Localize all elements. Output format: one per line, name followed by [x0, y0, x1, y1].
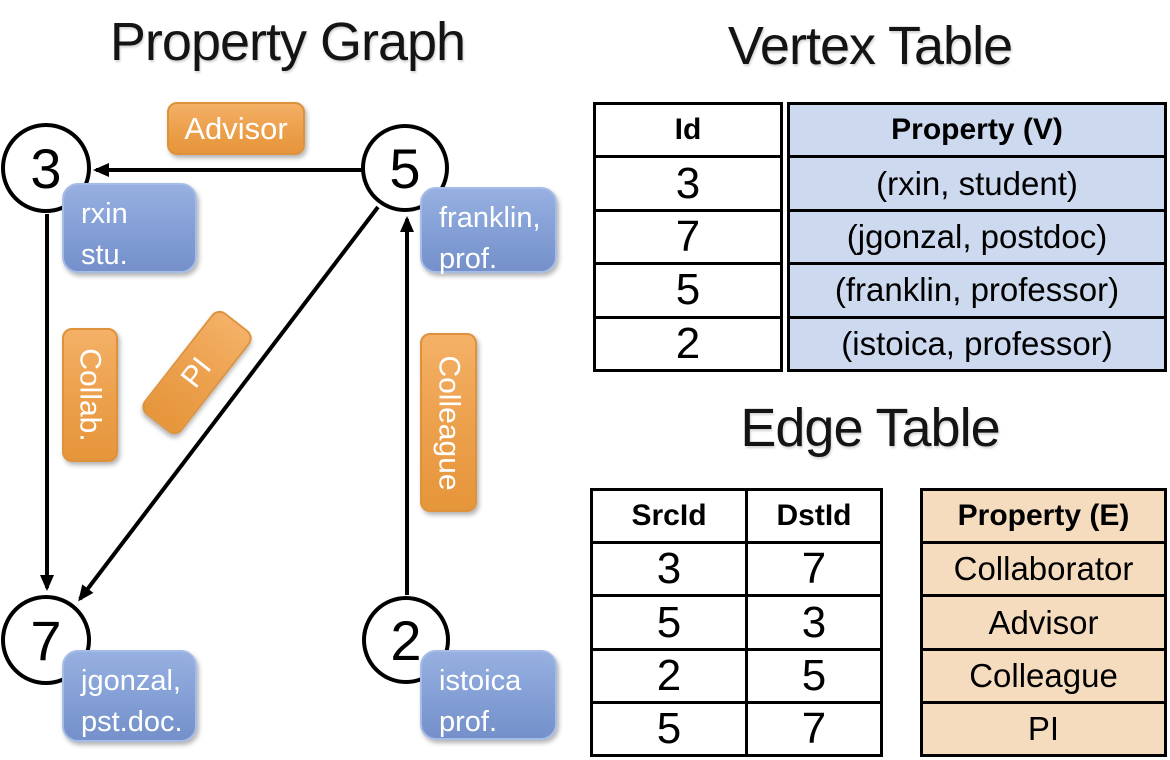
table-cell: 5 [596, 262, 780, 315]
vertex-table-id-column: Id 3 7 5 2 [593, 102, 783, 372]
vertex-property-box-3: rxin stu. [62, 183, 197, 273]
table-cell: (istoica, professor) [790, 315, 1164, 369]
table-cell: 3 [748, 594, 880, 647]
table-cell: 5 [593, 700, 745, 754]
table-cell: (rxin, student) [790, 155, 1164, 208]
table-cell: 2 [593, 647, 745, 701]
graph-edges-layer [40, 163, 414, 602]
table-cell: 7 [596, 208, 780, 262]
table-cell: Collaborator [923, 541, 1164, 594]
vertex-property-line: istoica [439, 665, 522, 697]
edge-table-src-header: SrcId [631, 499, 707, 533]
vertex-table-property-header: Property (V) [891, 113, 1063, 147]
edge-table-title: Edge Table [740, 398, 1000, 458]
table-cell: 5 [593, 594, 745, 647]
table-cell: (jgonzal, postdoc) [790, 208, 1164, 262]
edge-table-ids-columns: SrcId 3 5 2 5 DstId 7 3 5 7 [590, 488, 883, 757]
edge-label-text: PI [174, 350, 219, 394]
vertex-property-line: jgonzal, [81, 665, 181, 697]
table-cell: 2 [596, 315, 780, 369]
table-cell: 3 [596, 155, 780, 208]
vertex-table-id-header: Id [674, 113, 702, 147]
edge-label-text: Advisor [184, 110, 288, 146]
edge-table-dst-header: DstId [776, 499, 852, 533]
vertex-property-line: pst.doc. [81, 705, 183, 738]
vertex-property-line: prof. [439, 242, 498, 275]
vertex-table-title: Vertex Table [727, 16, 1013, 76]
vertex-property-box-5: franklin, prof. [420, 187, 557, 275]
edge-label-colleague: Colleague [420, 333, 477, 512]
property-graph-title: Property Graph [109, 12, 466, 72]
edge-label-text: Collab. [74, 348, 108, 442]
vertex-id-label: 5 [389, 136, 421, 200]
vertex-property-line: franklin, [439, 202, 541, 234]
edge-table-src-column: SrcId 3 5 2 5 [593, 491, 745, 754]
table-cell: Advisor [923, 594, 1164, 647]
vertex-property-box-7: jgonzal, pst.doc. [62, 650, 197, 742]
graph-vertex-5: 5 [361, 124, 449, 212]
table-cell: Colleague [923, 647, 1164, 701]
edge-table-property-column: Property (E) Collaborator Advisor Collea… [920, 488, 1167, 757]
vertex-table-property-column: Property (V) (rxin, student) (jgonzal, p… [787, 102, 1167, 372]
vertex-property-line: stu. [81, 238, 128, 271]
edge-label-collab: Collab. [62, 328, 118, 462]
vertex-id-label: 2 [390, 608, 422, 672]
graph-vertex-2: 2 [362, 596, 450, 684]
table-cell: PI [923, 700, 1164, 754]
edge-pi-5-to-7 [78, 205, 380, 602]
vertex-id-label: 7 [30, 608, 62, 672]
edge-table-dst-column: DstId 7 3 5 7 [745, 491, 880, 754]
table-cell: 7 [748, 700, 880, 754]
vertex-property-box-2: istoica prof. [420, 650, 557, 740]
edge-label-text: Colleague [432, 354, 466, 491]
edge-label-advisor: Advisor [167, 102, 305, 155]
vertex-id-label: 3 [30, 136, 62, 200]
vertex-property-line: prof. [439, 705, 498, 738]
table-cell: 7 [748, 541, 880, 594]
table-cell: 5 [748, 647, 880, 701]
edge-table-property-header: Property (E) [957, 499, 1130, 533]
vertex-property-line: rxin [81, 198, 128, 230]
table-cell: 3 [593, 541, 745, 594]
table-cell: (franklin, professor) [790, 262, 1164, 315]
